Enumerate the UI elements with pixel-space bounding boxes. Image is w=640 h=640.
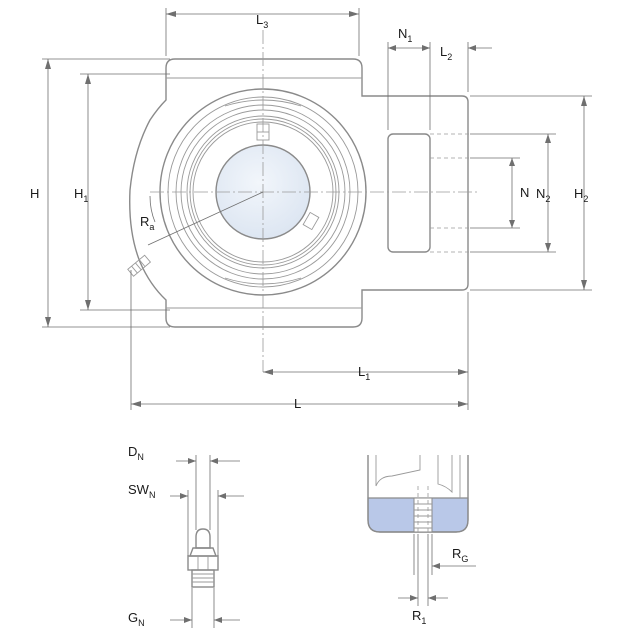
label-n2-text: N2 — [536, 186, 550, 204]
label-l3: L3 — [256, 12, 268, 30]
ra-leader — [147, 191, 264, 246]
nipple-neck — [188, 547, 218, 557]
thread-section-detail — [367, 455, 476, 606]
label-h: H — [30, 186, 39, 201]
section-inner-right — [437, 455, 453, 494]
housing-front-view — [127, 30, 480, 372]
label-dn: DN — [128, 444, 144, 462]
dimension-labels: L3 N1 L2 H H1 Ra N N2 H2 L1 L — [30, 12, 588, 628]
label-h2: H2 — [574, 186, 588, 204]
label-r1: R1 — [412, 608, 426, 626]
label-ra: Ra — [140, 214, 154, 232]
section-inner-left — [375, 455, 421, 487]
label-l2: L2 — [440, 44, 452, 62]
dimensions-main — [42, 8, 592, 410]
nipple-hex — [187, 555, 219, 571]
label-h1: H1 — [74, 186, 88, 204]
label-gn: GN — [128, 610, 145, 628]
housing-outline — [129, 58, 469, 328]
nipple-thread — [191, 569, 215, 588]
locking-pin — [302, 211, 320, 231]
slot — [387, 133, 431, 253]
nipple-head — [195, 528, 211, 549]
label-rg: RG — [452, 546, 468, 564]
label-n: N — [520, 185, 529, 200]
label-l: L — [294, 396, 301, 411]
grease-nipple-detail — [170, 455, 244, 628]
label-n1: N1 — [398, 26, 412, 44]
label-swn: SWN — [128, 482, 155, 500]
label-l1: L1 — [358, 364, 370, 382]
ra-arc — [149, 195, 156, 223]
threaded-hole — [413, 497, 433, 533]
